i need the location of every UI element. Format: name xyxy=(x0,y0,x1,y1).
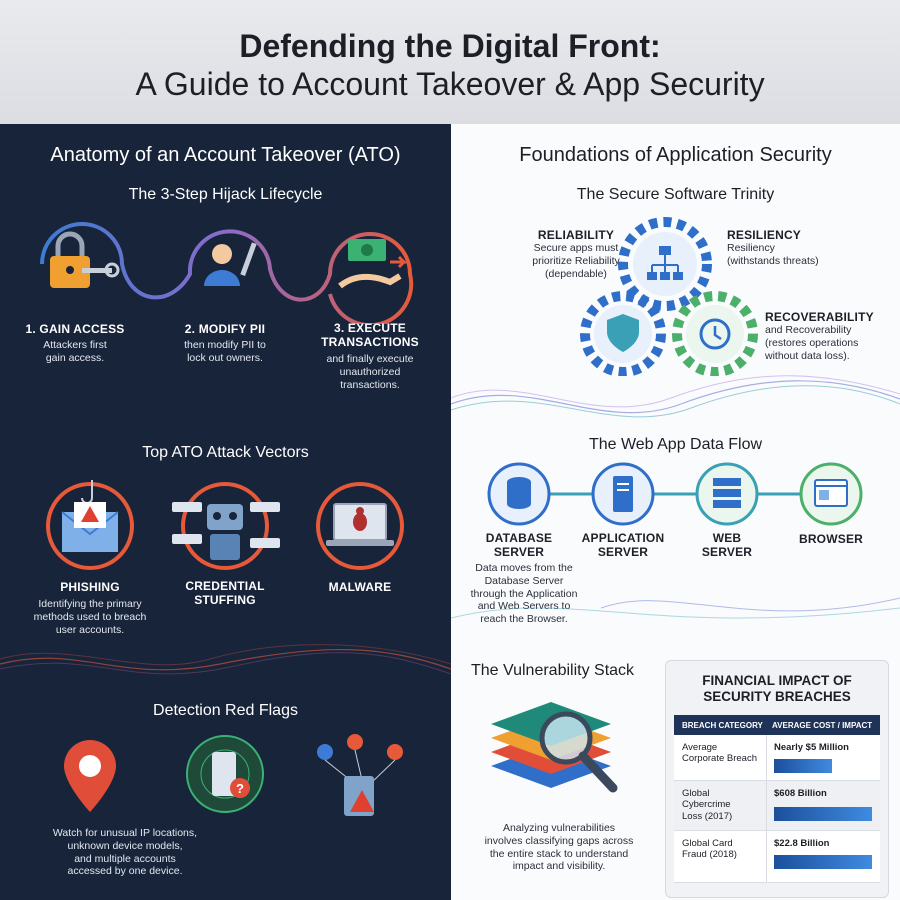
browser-window-icon xyxy=(799,462,863,526)
dataflow-title: The Web App Data Flow xyxy=(588,436,763,453)
trinity-resiliency: RESILIENCY Resiliency (withstands threat… xyxy=(727,228,819,267)
node-database-label: DATABASE SERVER xyxy=(485,531,553,559)
vector-malware-label: MALWARE xyxy=(328,580,392,594)
location-pin-icon xyxy=(64,740,116,812)
financial-impact-title: FINANCIAL IMPACT OF SECURITY BREACHES xyxy=(702,673,852,705)
page-subtitle: A Guide to Account Takeover & App Securi… xyxy=(135,66,765,102)
step-2-label: 2. MODIFY PII xyxy=(184,322,266,336)
wave-decoration xyxy=(451,597,900,619)
red-flags-graphic: ? xyxy=(64,734,403,816)
financial-impact-table: FINANCIAL IMPACT OF SECURITY BREACHES BR… xyxy=(665,660,889,898)
robot-passwords-icon xyxy=(172,502,280,560)
network-gear-icon xyxy=(618,217,712,311)
red-flags-desc: Watch for unusual IP locations, unknown … xyxy=(52,827,198,878)
step-1-desc: Attackers first gain access. xyxy=(43,339,107,364)
ato-panel: Anatomy of an Account Takeover (ATO) The… xyxy=(0,124,451,900)
table-row: Average Corporate Breach Nearly $5 Milli… xyxy=(674,735,880,781)
wave-decoration xyxy=(0,644,451,675)
step-1-label: 1. GAIN ACCESS xyxy=(25,322,125,336)
recovery-gear-icon xyxy=(672,291,758,376)
table-row: Global Cybercrime Loss (2017) $608 Billi… xyxy=(674,781,880,831)
step-2-desc: then modify PII to lock out owners. xyxy=(184,339,266,364)
database-icon xyxy=(487,462,551,526)
table-row: Global Card Fraud (2018) $22.8 Billion xyxy=(674,831,880,883)
col-average-cost: AVERAGE COST / IMPACT xyxy=(772,721,873,730)
appsec-heading: Foundations of Application Security xyxy=(519,144,832,166)
magnifier-icon xyxy=(539,711,618,793)
money-hand-icon xyxy=(338,239,408,289)
cost-bar xyxy=(774,807,872,821)
vector-phishing-desc: Identifying the primary methods used to … xyxy=(33,598,147,636)
stack-title: The Vulnerability Stack xyxy=(471,662,635,679)
laptop-bug-icon xyxy=(326,503,394,546)
red-flags-title: Detection Red Flags xyxy=(153,702,298,719)
server-tower-icon xyxy=(591,462,655,526)
vectors-title: Top ATO Attack Vectors xyxy=(142,444,309,461)
shield-gear-icon xyxy=(580,291,666,376)
step-3-label: 3. EXECUTE TRANSACTIONS xyxy=(321,321,419,349)
page-header: Defending the Digital Front: A Guide to … xyxy=(0,0,900,124)
server-rack-icon xyxy=(695,462,759,526)
cost-bar xyxy=(774,759,832,773)
multi-user-device-icon xyxy=(317,734,403,816)
radar-device-icon: ? xyxy=(186,735,264,813)
dataflow-graphic xyxy=(487,462,863,526)
col-breach-category: BREACH CATEGORY xyxy=(682,721,763,730)
step-3-desc: and finally execute unauthorized transac… xyxy=(326,353,414,391)
vectors-graphic xyxy=(46,480,404,570)
cost-bar xyxy=(774,855,872,869)
lifecycle-graphic xyxy=(40,222,414,324)
node-web-label: WEB SERVER xyxy=(701,531,753,559)
vector-credential-stuffing-label: CREDENTIAL STUFFING xyxy=(185,579,265,607)
node-application-label: APPLICATION SERVER xyxy=(581,531,665,559)
stack-desc: Analyzing vulnerabilities involves class… xyxy=(484,822,634,873)
trinity-gears-graphic xyxy=(580,217,758,376)
svg-text:?: ? xyxy=(236,781,244,796)
table-header: BREACH CATEGORY AVERAGE COST / IMPACT xyxy=(674,715,880,735)
padlock-key-icon xyxy=(50,231,120,288)
lifecycle-title: The 3-Step Hijack Lifecycle xyxy=(128,186,323,203)
wave-decoration xyxy=(451,375,900,418)
stack-graphic xyxy=(491,702,618,793)
node-browser-label: BROWSER xyxy=(798,532,864,546)
appsec-panel: Foundations of Application Security The … xyxy=(451,124,900,900)
dataflow-desc: Data moves from the Database Server thro… xyxy=(470,562,578,626)
ato-heading: Anatomy of an Account Takeover (ATO) xyxy=(50,144,401,166)
trinity-reliability: RELIABILITY Secure apps must prioritize … xyxy=(532,228,620,280)
trinity-title: The Secure Software Trinity xyxy=(576,186,775,203)
user-wrench-icon xyxy=(204,242,257,286)
trinity-recoverability: RECOVERABILITY and Recoverability (resto… xyxy=(765,310,874,362)
page-title: Defending the Digital Front: xyxy=(239,28,661,64)
vector-phishing-label: PHISHING xyxy=(60,580,120,594)
phishing-envelope-icon xyxy=(61,480,119,552)
